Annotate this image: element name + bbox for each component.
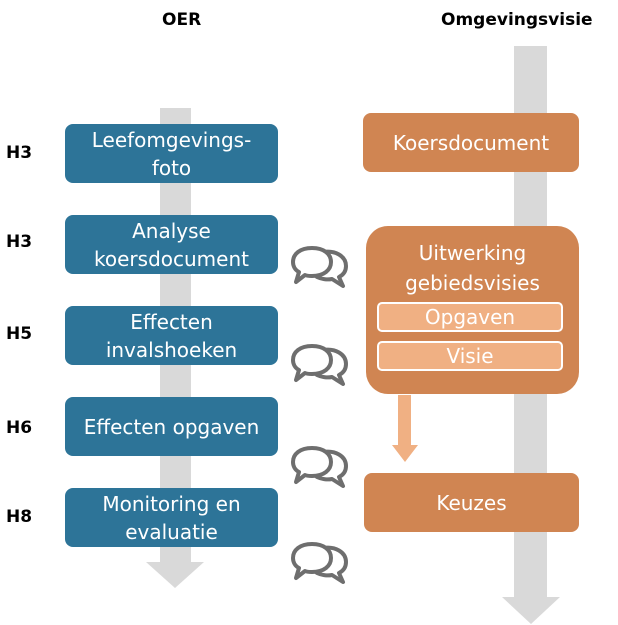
omgevingsvisie-flow-arrowhead <box>502 597 560 624</box>
effecten-invalshoeken-box: Effecten invalshoeken <box>65 306 278 365</box>
box-label-line1: Leefomgevings- <box>91 127 252 152</box>
chapter-label: H3 <box>6 143 33 163</box>
koersdocument-box: Koersdocument <box>363 113 579 172</box>
box-label-line1: Analyse <box>132 218 211 243</box>
chapter-label: H3 <box>6 232 33 252</box>
uitwerking-title-line2: gebiedsvisies <box>405 271 540 295</box>
monitoring-evaluatie-box: Monitoring en evaluatie <box>65 488 278 547</box>
speech-bubbles-icon <box>291 344 348 386</box>
analyse-koersdocument-box: Analyse koersdocument <box>65 215 278 274</box>
oer-column-header: OER <box>162 10 202 30</box>
speech-bubbles-icon <box>291 542 348 584</box>
box-label-line1: Effecten opgaven <box>83 414 260 439</box>
box-label-line2: foto <box>151 155 192 180</box>
box-label-line2: invalshoeken <box>105 337 238 362</box>
chapter-label: H8 <box>6 507 33 527</box>
omgevingsvisie-column-header: Omgevingsvisie <box>441 10 593 30</box>
uitwerking-title-line1: Uitwerking <box>418 241 527 265</box>
opgaven-sub-box: Opgaven <box>377 302 563 332</box>
connector-arrowhead <box>392 445 418 462</box>
visie-sub-box: Visie <box>377 341 563 371</box>
effecten-opgaven-box: Effecten opgaven <box>65 397 278 456</box>
keuzes-box: Keuzes <box>364 473 579 532</box>
leefomgevingsfoto-box: Leefomgevings- foto <box>65 124 278 183</box>
box-label-line2: koersdocument <box>94 246 249 271</box>
speech-bubbles-icon <box>291 246 348 288</box>
oer-flow-arrowhead <box>146 562 204 588</box>
box-label-line1: Monitoring en <box>102 491 241 516</box>
chapter-label: H6 <box>6 418 33 438</box>
box-label-line1: Effecten <box>130 309 213 334</box>
chapter-label: H5 <box>6 324 33 344</box>
koersdocument-label: Koersdocument <box>392 130 550 155</box>
box-label-line2: evaluatie <box>125 519 218 544</box>
speech-bubbles-icon <box>291 446 348 488</box>
connector-arrow-shaft <box>398 395 411 445</box>
keuzes-label: Keuzes <box>436 490 507 515</box>
